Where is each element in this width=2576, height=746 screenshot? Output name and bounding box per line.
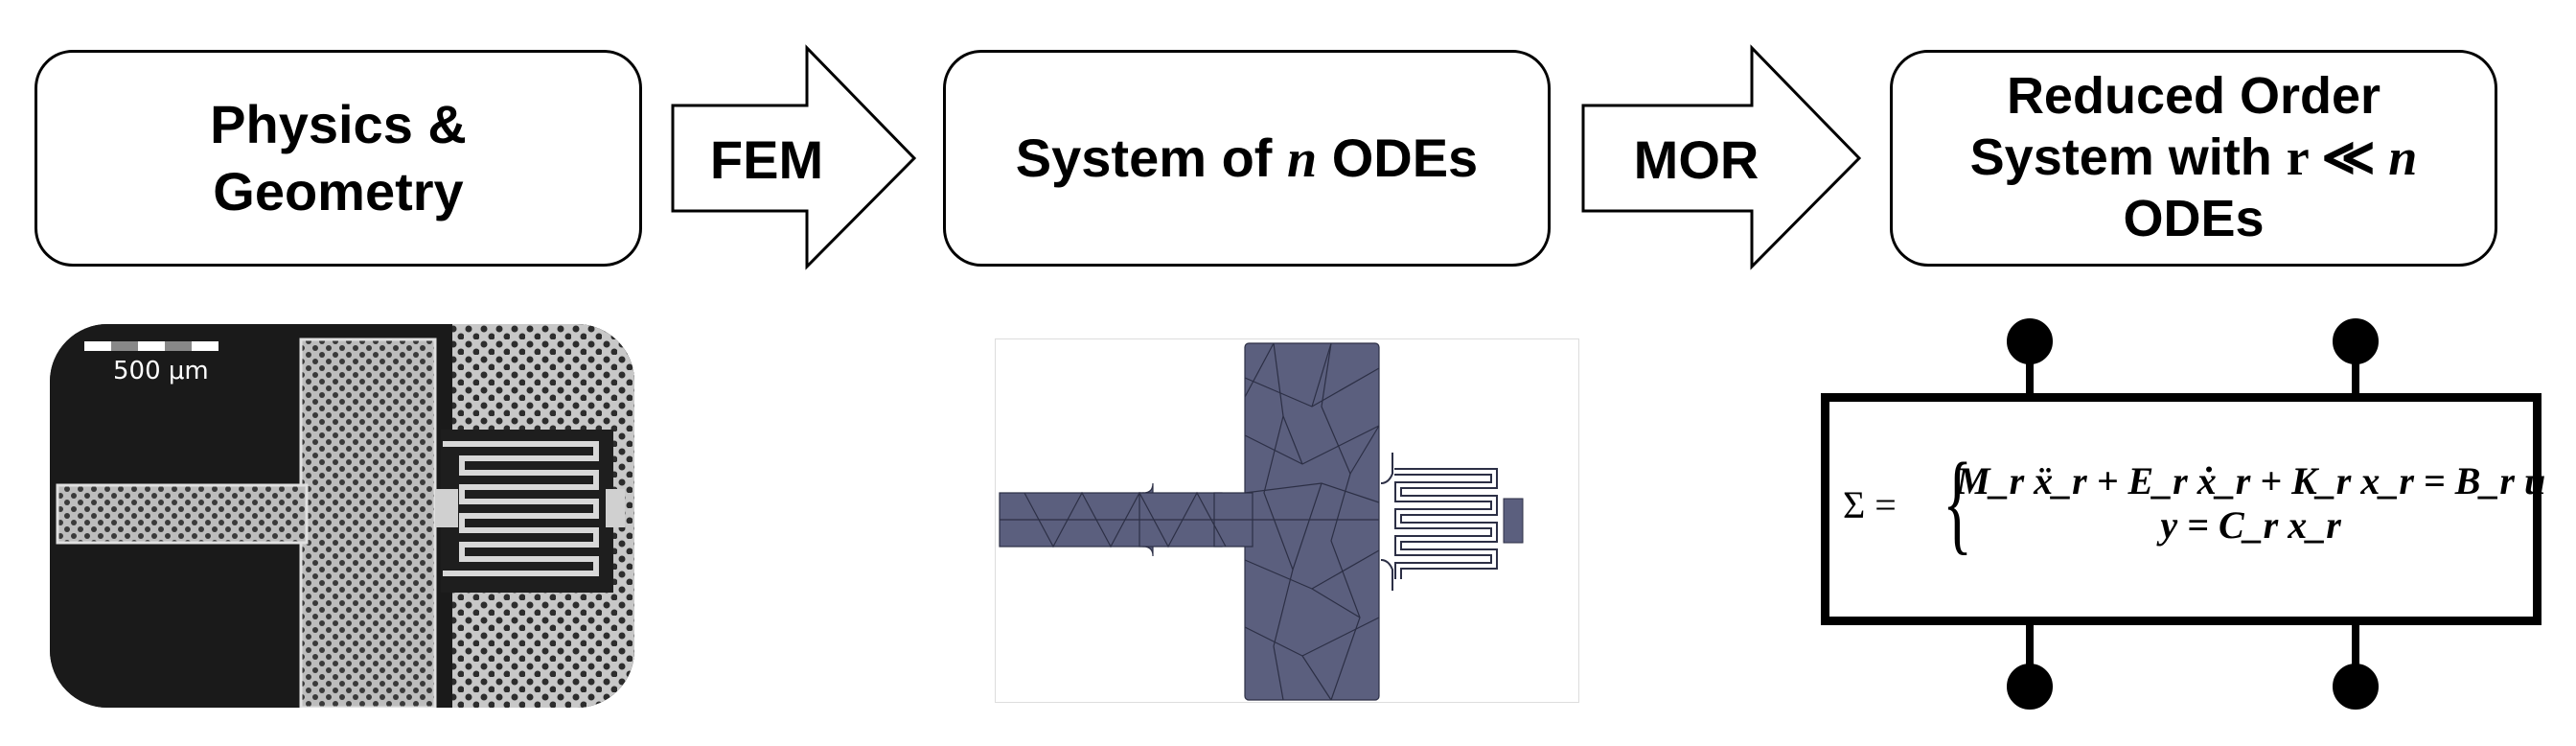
system-of-odes-box: System of n ODEs <box>943 50 1551 267</box>
terminal-bottom-left <box>2007 664 2053 710</box>
terminal-bottom-right <box>2333 664 2379 710</box>
geometry-label: Geometry <box>213 161 464 221</box>
scale-bar-label: 500 μm <box>113 357 209 385</box>
scale-bar <box>84 341 218 351</box>
n-variable-reduced: n <box>2388 128 2418 187</box>
system-of-label: System of <box>1015 127 1287 188</box>
odes-label: ODEs <box>1317 127 1479 188</box>
state-equation: M_r ẍ_r + E_r ẋ_r + K_r x_r = B_r u <box>1956 459 2546 502</box>
reduced-order-label: Reduced Order <box>2006 67 2381 126</box>
terminal-top-right <box>2333 318 2379 364</box>
r-variable: r <box>2286 128 2309 187</box>
mor-arrow: MOR <box>1581 44 1862 270</box>
physics-label: Physics & <box>210 94 467 154</box>
fem-arrow: FEM <box>671 44 917 270</box>
sem-micrograph: 500 μm <box>50 324 634 708</box>
fem-mesh-image <box>995 338 1579 703</box>
reduced-odes-label: ODEs <box>2123 189 2265 247</box>
system-with-label: System with r ≪ n <box>1970 128 2418 189</box>
physics-geometry-box: Physics & Geometry <box>34 50 642 267</box>
output-equation: y = C_r x_r <box>2160 503 2341 547</box>
n-variable: n <box>1286 128 1318 189</box>
reduced-state-space-block: Σ = { M_r ẍ_r + E_r ẋ_r + K_r x_r = B_r … <box>1821 393 2546 625</box>
reduced-order-box: Reduced Order System with r ≪ n ODEs <box>1890 50 2497 267</box>
system-with-text: System with <box>1969 128 2287 187</box>
sigma-symbol: Σ = <box>1843 483 1897 526</box>
terminal-top-left <box>2007 318 2053 364</box>
brace-symbol: { <box>1943 439 1973 565</box>
mor-label: MOR <box>1634 129 1760 190</box>
much-less-symbol: ≪ <box>2308 128 2389 187</box>
fem-label: FEM <box>710 129 823 190</box>
